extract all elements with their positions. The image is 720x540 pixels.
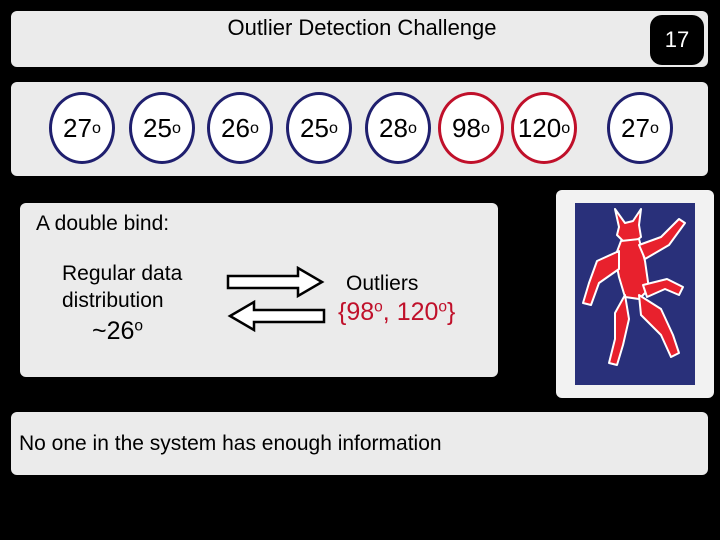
double-arrow-icon — [226, 266, 326, 333]
outlier-unit-2: o — [438, 298, 448, 316]
temperature-unit: o — [561, 118, 571, 137]
temperature-unit: o — [91, 118, 101, 137]
temperature-value: 26 — [221, 112, 250, 143]
outlier-value-2: , 120 — [382, 298, 439, 326]
temperature-value: 120 — [517, 112, 562, 143]
regular-line-2: distribution — [62, 289, 164, 312]
average-temperature: ~26o — [92, 317, 143, 346]
temperature-value: 25 — [300, 112, 329, 143]
red-devil-figure-icon — [575, 203, 695, 385]
temperature-unit: o — [171, 118, 181, 137]
slide-title: Outlier Detection Challenge — [227, 15, 497, 40]
double-bind-heading: A double bind: — [36, 212, 170, 235]
outliers-values: {98o, 120o} — [338, 298, 455, 327]
temperature-value: 27 — [63, 112, 92, 143]
regular-distribution-label: Regular data distribution — [62, 260, 182, 314]
right-arrow-icon — [226, 266, 325, 299]
average-value: ~26 — [92, 317, 135, 345]
left-arrow-icon — [227, 299, 326, 333]
temperature-unit: o — [480, 118, 490, 137]
temperature-unit: o — [328, 118, 338, 137]
temperature-unit: o — [249, 118, 259, 137]
temperature-value: 27 — [621, 112, 650, 143]
regular-line-1: Regular data — [62, 262, 183, 285]
conclusion-text: No one in the system has enough informat… — [19, 432, 442, 455]
temperature-row — [11, 82, 708, 176]
outliers-label: Outliers — [346, 272, 419, 295]
double-bind-panel — [20, 203, 498, 377]
slide-number: 17 — [650, 15, 704, 65]
outlier-close-brace: } — [447, 298, 456, 326]
average-unit: o — [134, 317, 144, 335]
temperature-value: 98 — [452, 112, 481, 143]
temperature-unit: o — [649, 118, 659, 137]
outlier-unit-1: o — [374, 298, 383, 316]
conclusion-panel — [11, 412, 708, 475]
temperature-unit: o — [407, 118, 417, 137]
temperature-value: 28 — [379, 112, 408, 143]
temperature-value: 25 — [143, 112, 172, 143]
outlier-value-1: {98 — [338, 298, 375, 326]
title-bar — [11, 11, 708, 67]
